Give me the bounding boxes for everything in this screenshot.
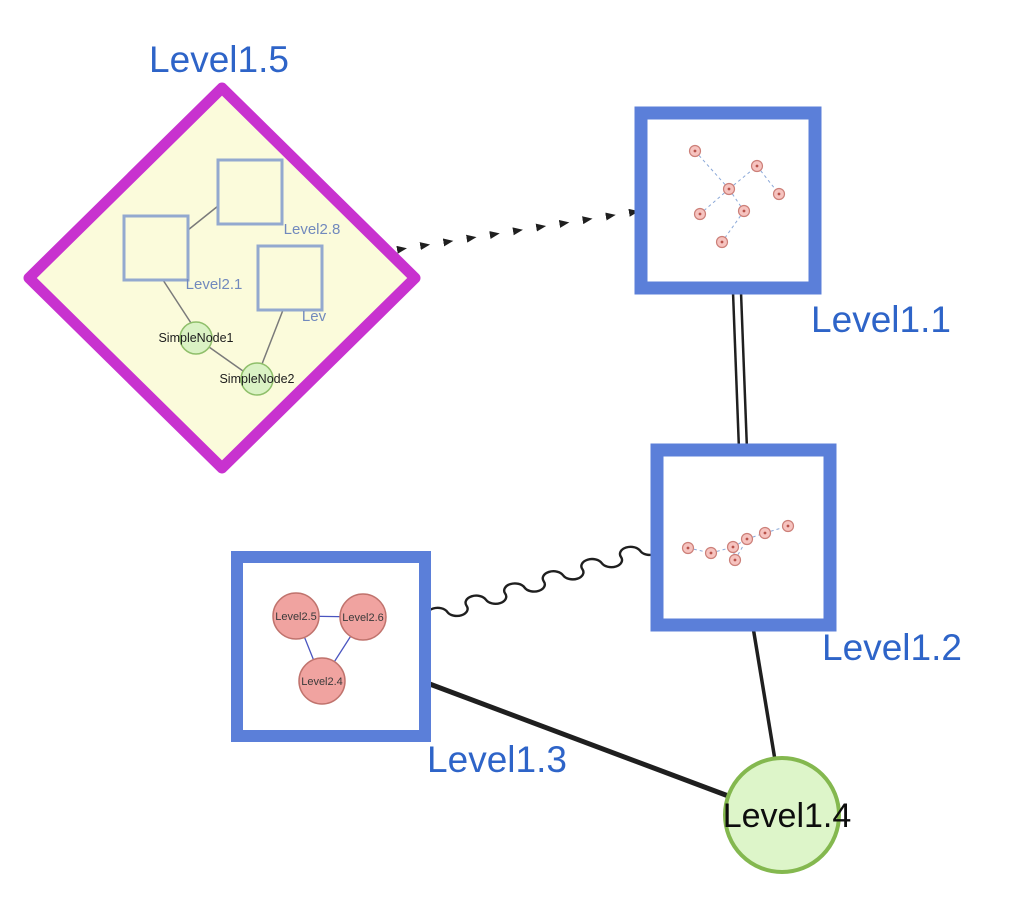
node-label-level1-2: Level1.2 — [822, 627, 962, 668]
mini-node[interactable] — [688, 144, 702, 158]
mini-node[interactable] — [722, 182, 736, 196]
edge-level13-level14[interactable] — [426, 680, 732, 800]
inner-square-level2-8[interactable] — [216, 158, 284, 226]
inner-square-level2-x[interactable] — [256, 244, 324, 312]
mini-node[interactable] — [726, 540, 740, 554]
node-level2-5[interactable] — [272, 592, 320, 640]
mini-node[interactable] — [728, 553, 742, 567]
simple-node-label: SimpleNode2 — [219, 372, 294, 386]
inner-square-label: Level2.8 — [284, 221, 341, 238]
node-label-level1-1: Level1.1 — [811, 299, 951, 340]
square-shape[interactable] — [231, 551, 431, 742]
inner-edge — [162, 279, 192, 324]
mini-graph-level1-1 — [688, 144, 786, 249]
edge-level15-level11[interactable] — [396, 208, 639, 254]
group-node-level1-1[interactable] — [634, 106, 822, 295]
mini-node[interactable] — [740, 532, 754, 546]
diamond-shape[interactable] — [23, 82, 421, 474]
node-label-level1-3: Level1.3 — [427, 739, 567, 780]
group-node-level1-3[interactable]: Level2.5 Level2.6 Level2.4 — [231, 551, 431, 742]
mini-edge — [694, 150, 730, 190]
inner-edge — [208, 346, 244, 372]
edge-level12-level14[interactable] — [751, 626, 777, 761]
inner-edge — [187, 205, 219, 231]
mini-node[interactable] — [681, 541, 695, 555]
mini-edge — [721, 210, 745, 243]
node-label: Level2.4 — [301, 676, 343, 688]
simple-node-2[interactable] — [240, 362, 274, 396]
node-label: Level2.6 — [342, 612, 384, 624]
mini-node[interactable] — [737, 204, 751, 218]
inner-edge — [261, 309, 284, 365]
mini-node[interactable] — [772, 187, 786, 201]
mini-node[interactable] — [693, 207, 707, 221]
inner-square-label: Level2.1 — [186, 276, 243, 293]
edge-level11-level12[interactable] — [731, 291, 749, 451]
mini-edge — [699, 188, 730, 215]
square-shape[interactable] — [634, 106, 822, 295]
simple-node-1[interactable] — [179, 321, 213, 355]
node-label-level1-4: Level1.4 — [723, 797, 852, 835]
node-level1-4[interactable]: Level1.4 — [723, 756, 852, 874]
node-label: Level2.5 — [275, 611, 317, 623]
group-node-level1-2[interactable] — [650, 443, 837, 632]
node-label-level1-5: Level1.5 — [149, 39, 289, 80]
inner-square-level2-1[interactable] — [122, 214, 190, 282]
inner-square-label: Lev — [302, 308, 327, 325]
mini-edge — [728, 188, 745, 212]
node-level2-6[interactable] — [339, 593, 387, 641]
edge-level13-level12[interactable] — [425, 544, 662, 619]
mini-node[interactable] — [715, 235, 729, 249]
circle-shape[interactable] — [723, 756, 841, 874]
simple-node-label: SimpleNode1 — [158, 331, 233, 345]
edge-line — [739, 291, 749, 451]
group-node-level1-5[interactable]: Level2.8 Level2.1 Lev SimpleNode1 Simple… — [23, 82, 421, 474]
node-level2-4[interactable] — [298, 657, 346, 705]
mini-node[interactable] — [758, 526, 772, 540]
mini-node[interactable] — [781, 519, 795, 533]
mini-node[interactable] — [704, 546, 718, 560]
mini-node[interactable] — [750, 159, 764, 173]
mini-graph-level1-2 — [681, 519, 795, 567]
edge-line — [731, 291, 741, 451]
